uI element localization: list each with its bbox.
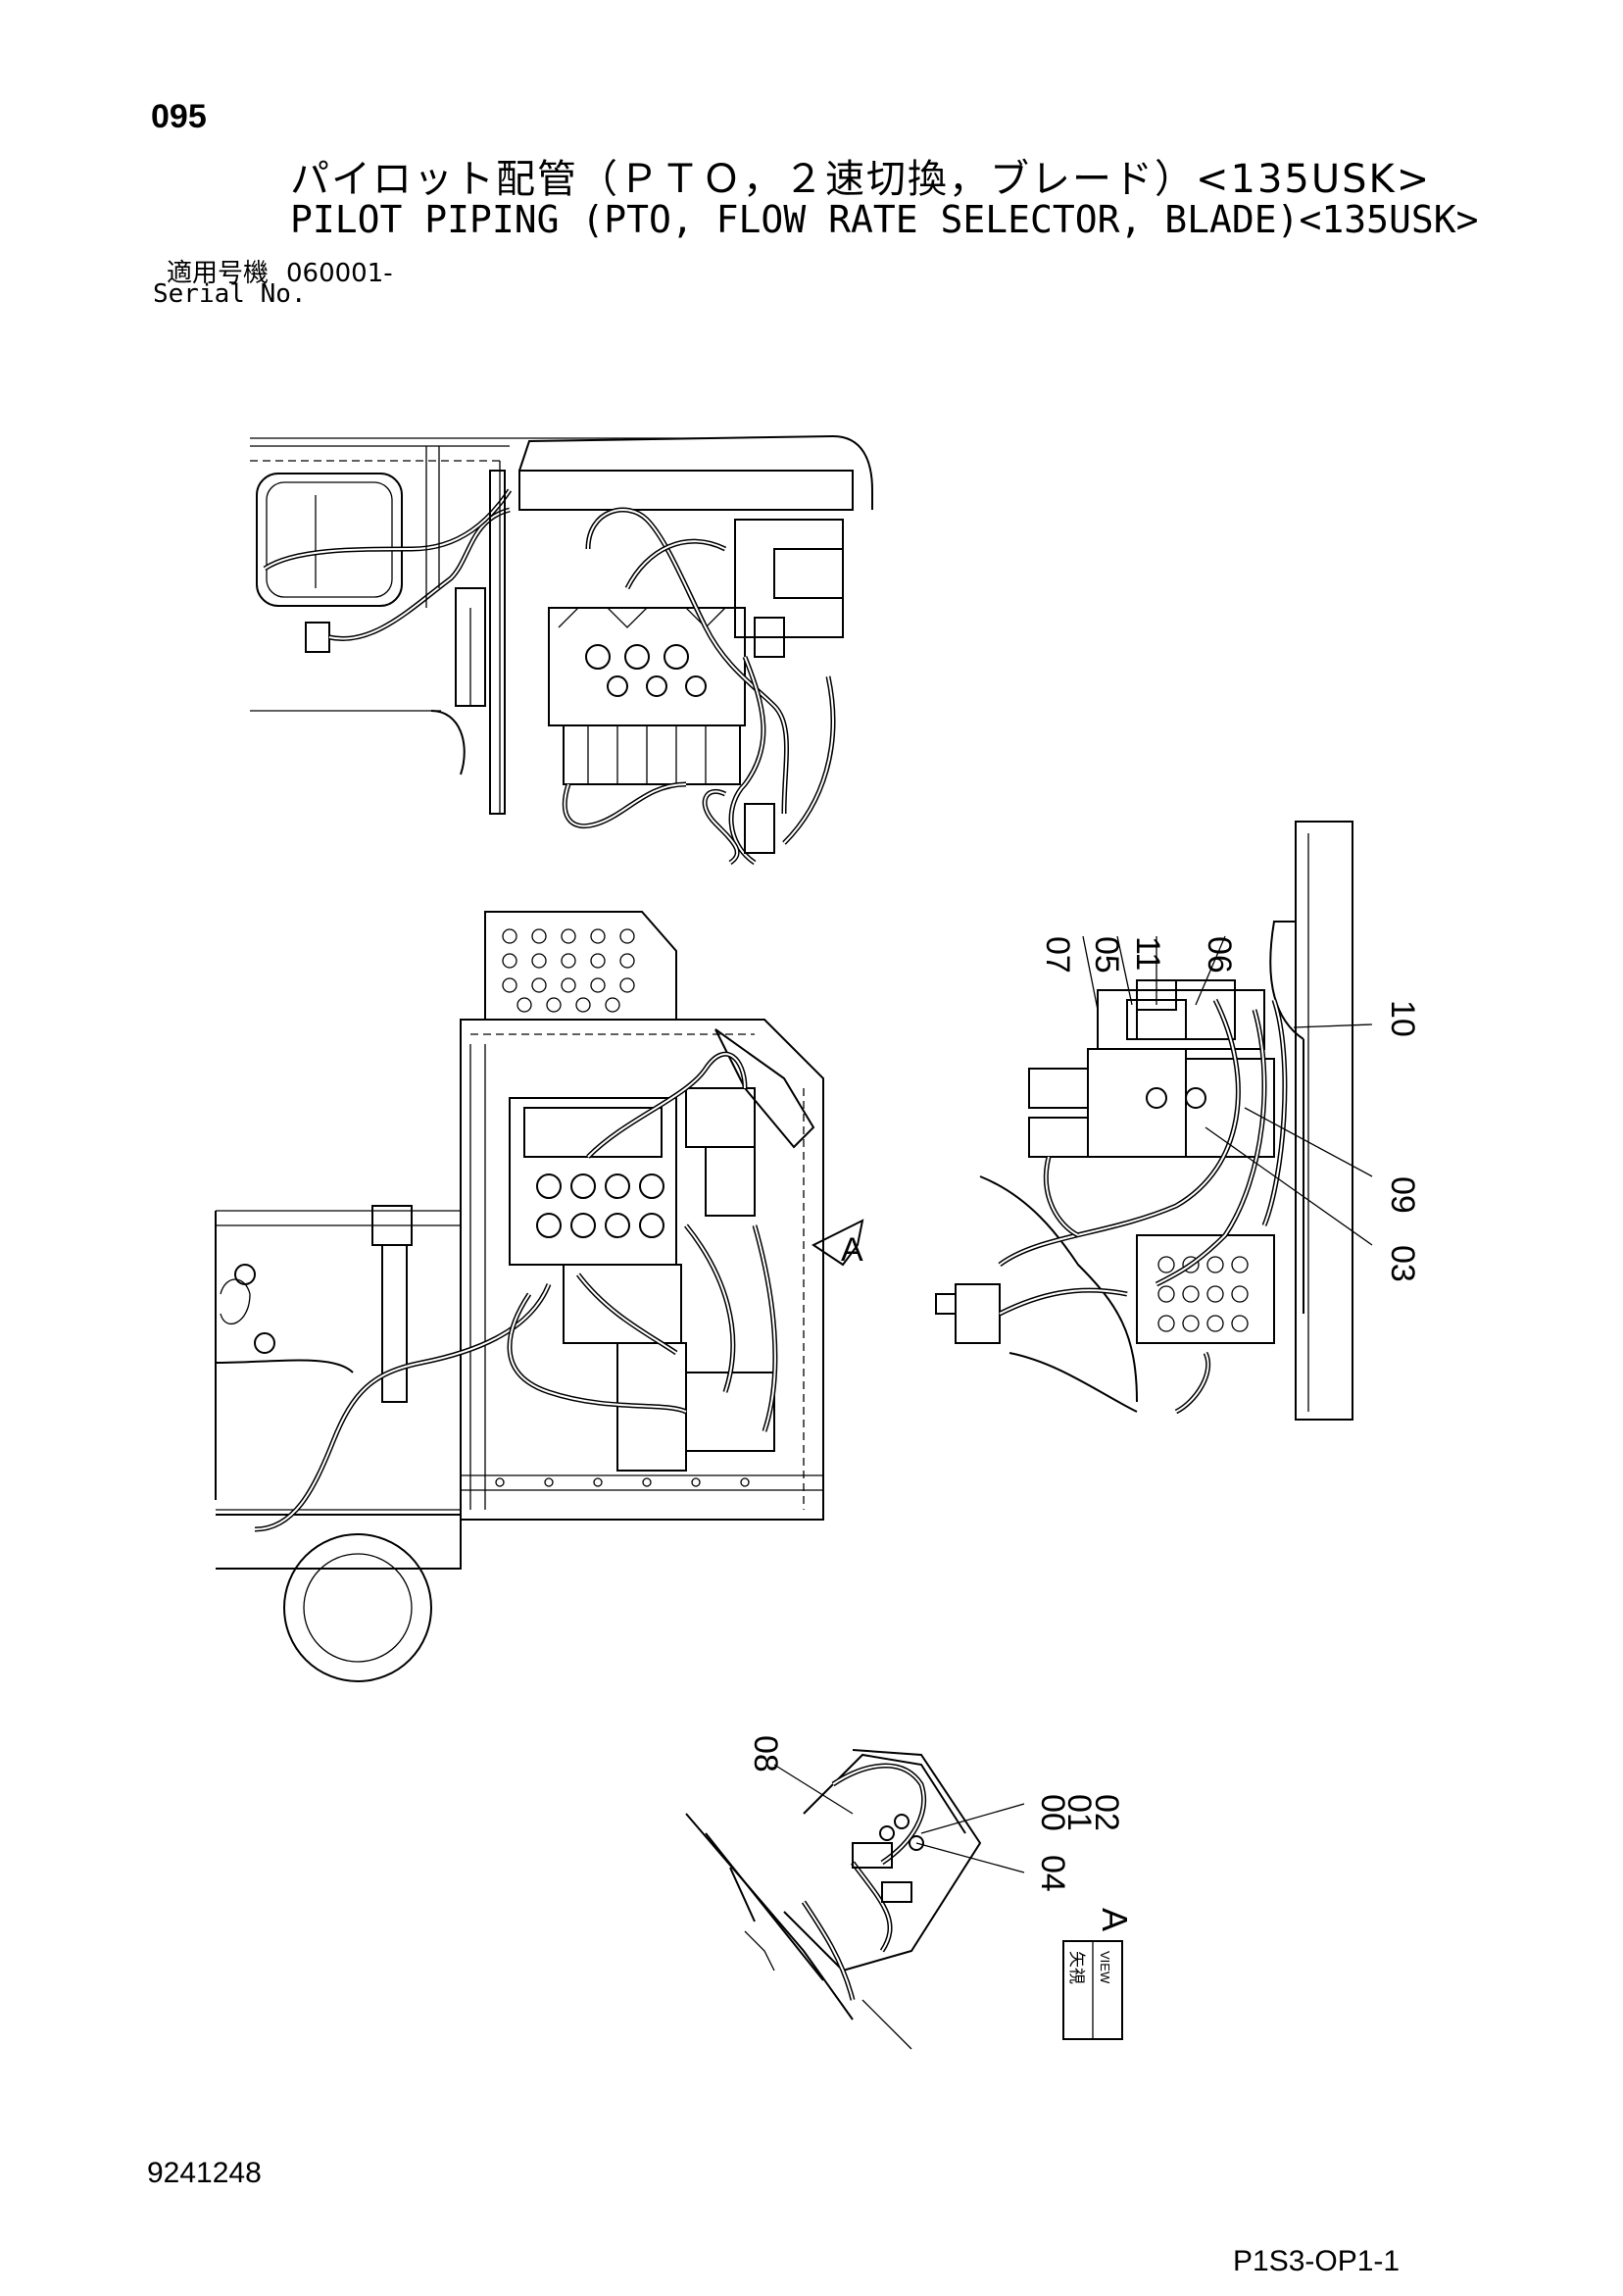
serial-number: 060001- — [286, 259, 393, 288]
callout-01: 01 — [1060, 1794, 1098, 1831]
side-view-drawing — [935, 821, 1373, 1421]
page-title-japanese: パイロット配管（ＰＴＯ，２速切換，ブレード）<135USK> — [290, 157, 1432, 202]
callout-03: 03 — [1384, 1245, 1421, 1282]
callout-07: 07 — [1039, 936, 1076, 973]
page-title-english: PILOT PIPING (PTO, FLOW RATE SELECTOR, B… — [290, 198, 1479, 241]
view-a-detail-drawing — [685, 1749, 1025, 2050]
view-marker-a: A — [841, 1231, 863, 1269]
drawing-number: 9241248 — [147, 2157, 262, 2189]
serial-label-english: Serial No. — [153, 279, 307, 309]
callout-10: 10 — [1384, 1000, 1421, 1037]
callout-04: 04 — [1034, 1855, 1071, 1892]
serial-applicability: 適用号機 060001- — [167, 253, 393, 289]
view-direction-arrow: A — [812, 1219, 864, 1269]
serial-label-japanese: 適用号機 — [167, 259, 270, 288]
callout-00: 00 — [1034, 1794, 1071, 1831]
upper-assembly-drawing — [250, 434, 873, 866]
valve-port-grid — [502, 928, 635, 1013]
callout-11: 11 — [1129, 936, 1166, 971]
callout-02: 02 — [1088, 1794, 1125, 1831]
view-label-english: VIEW — [1098, 1951, 1112, 1984]
view-label-letter: A — [1095, 1908, 1135, 1931]
page-code: 095 — [151, 98, 207, 135]
callout-08: 08 — [747, 1735, 784, 1772]
callout-05: 05 — [1088, 936, 1125, 973]
control-valve-assembly-drawing: A — [215, 911, 864, 1682]
callout-06: 06 — [1201, 936, 1238, 973]
sheet-reference: P1S3-OP1-1 — [1233, 2245, 1401, 2277]
callout-09: 09 — [1384, 1176, 1421, 1214]
view-a-label-box: 矢視 VIEW A — [1062, 1908, 1135, 2040]
view-label-japanese: 矢視 — [1066, 1951, 1086, 1984]
